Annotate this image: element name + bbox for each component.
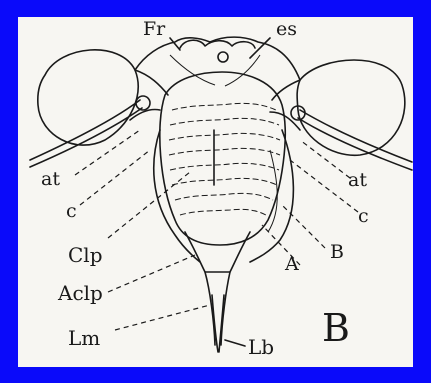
label-lm: Lm (68, 326, 100, 350)
anteclypeus (185, 232, 250, 272)
label-b-part: B (330, 241, 344, 263)
left-antenna-base (136, 96, 150, 110)
right-compound-eye (297, 60, 405, 155)
side-plate-right-inner (268, 150, 277, 232)
clypeus-striations (169, 103, 280, 215)
label-at-left: at (41, 168, 60, 190)
labrum (205, 272, 230, 345)
label-fr: Fr (143, 18, 166, 40)
label-lb: Lb (248, 335, 274, 359)
labium (212, 295, 224, 352)
panel-letter: B (322, 306, 350, 350)
label-c-right: c (358, 205, 369, 227)
label-at-right: at (348, 169, 367, 191)
label-a: A (284, 253, 299, 275)
label-c-left: c (66, 200, 77, 222)
epistomal-suture (170, 55, 260, 86)
leader-lines (75, 38, 358, 346)
clypeus (160, 72, 285, 245)
label-es: es (276, 18, 297, 40)
frons-lobes (180, 40, 255, 48)
label-clp: Clp (68, 243, 103, 267)
label-aclp: Aclp (57, 281, 103, 305)
left-compound-eye (38, 50, 138, 145)
left-antenna (30, 100, 142, 167)
side-plate-right (250, 130, 293, 262)
median-ocellus (218, 52, 228, 62)
